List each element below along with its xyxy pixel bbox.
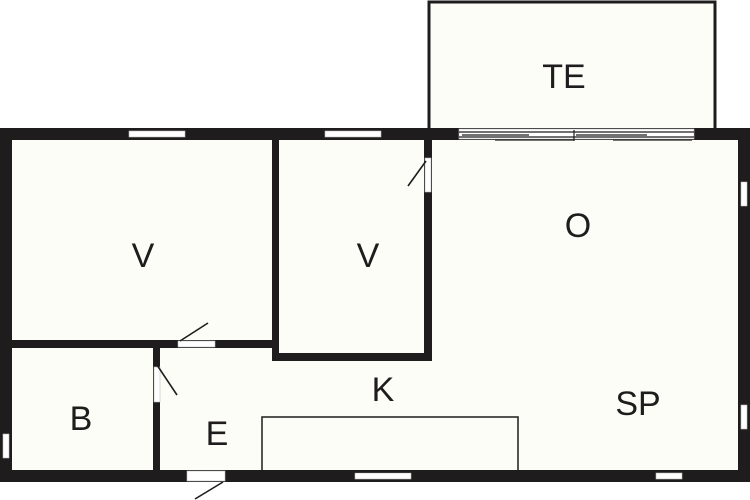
room-label-kitchen: K [372,371,395,409]
terrace-area [427,0,717,134]
door-swings [156,160,427,500]
window-dining-bottom [655,472,683,480]
room-label-living-room: O [565,207,591,245]
wall-segment [424,140,432,360]
room-label-dining: SP [615,385,660,423]
door-bedroom2 [424,157,432,193]
wall-segment [272,353,432,361]
wall-segment [12,340,278,348]
wall-segment [272,140,279,360]
swing-bedroom2 [407,160,427,187]
wall-segment [0,128,12,482]
swing-bedroom1 [179,322,209,342]
front-door [186,470,226,482]
room-label-entrance: E [206,415,229,453]
window-kitchen-bottom [354,472,412,480]
room-label-bedroom-2: V [357,237,380,275]
sliding-door-lines [459,130,694,141]
sliding-door-terrace [458,128,695,140]
window-right-lower [740,404,748,430]
wall-segment [738,128,750,482]
room-label-bathroom: B [70,400,93,438]
wall-segment [153,340,160,475]
door-bedroom1 [177,340,216,348]
room-label-terrace: TE [542,58,585,96]
window-bedroom2-top [324,130,382,138]
kitchen-counter [261,416,519,473]
swing-front-door [194,481,224,500]
window-bedroom1-top [128,130,186,138]
door-bathroom [153,366,161,403]
floor-area [0,128,750,480]
room-label-bedroom-1: V [132,237,155,275]
window-right-upper [740,181,748,207]
openings [2,128,748,482]
swing-bathroom [156,364,178,396]
window-bathroom-left [2,433,10,459]
